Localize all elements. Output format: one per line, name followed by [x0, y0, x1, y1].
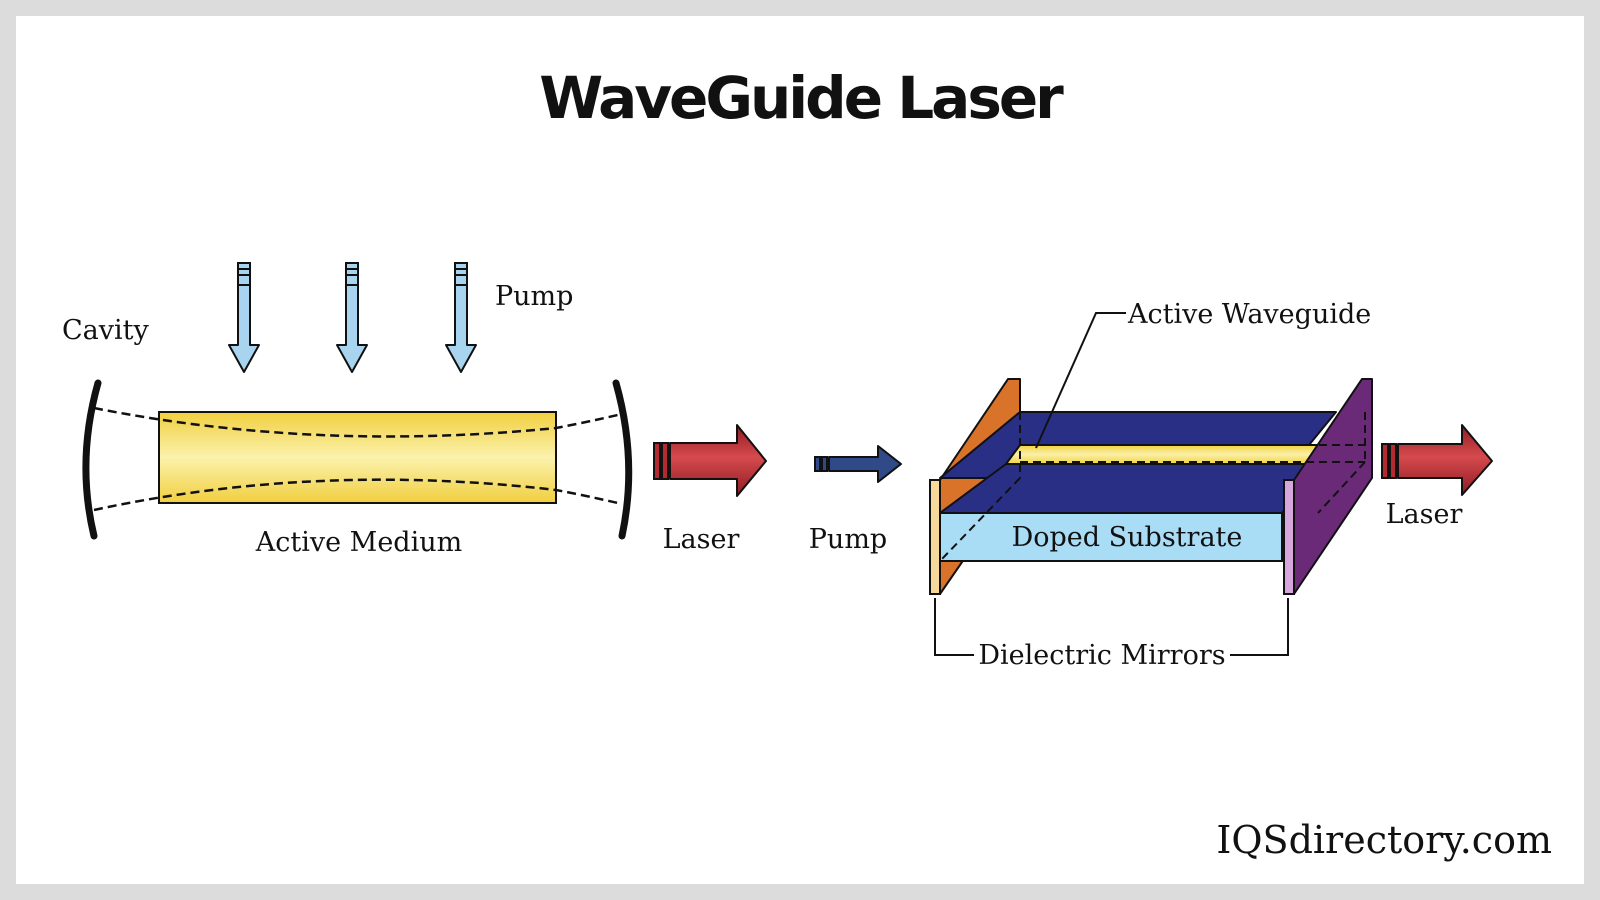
- pump-arrow-1: [228, 262, 260, 373]
- dielectric-mirrors-label: Dielectric Mirrors: [978, 640, 1225, 671]
- watermark: IQSdirectory.com: [1216, 818, 1552, 862]
- cavity-label: Cavity: [62, 315, 149, 346]
- diagram-canvas: WaveGuide Laser Cavity Pump: [16, 16, 1584, 884]
- active-waveguide-label: Active Waveguide: [1127, 299, 1371, 330]
- beam-envelope-bottom: [93, 478, 623, 512]
- pump-label: Pump: [495, 281, 573, 312]
- mirrors-bracket-right: [1230, 598, 1289, 656]
- left-laser-diagram: Cavity Pump Active Medium: [62, 262, 767, 558]
- pump-arrow-3: [445, 262, 477, 373]
- doped-substrate: [939, 512, 1283, 562]
- mirrors-bracket-left: [934, 598, 974, 656]
- right-cavity-mirror: [612, 379, 633, 540]
- pump-arrow-2: [336, 262, 368, 373]
- doped-substrate-label: Doped Substrate: [1012, 522, 1243, 553]
- left-cavity-mirror: [82, 379, 102, 540]
- beam-envelope-top: [93, 406, 623, 438]
- active-medium-label: Active Medium: [255, 527, 462, 558]
- substrate-top-face: [939, 463, 1321, 514]
- laser-label-left: Laser: [663, 524, 740, 555]
- hidden-edges: [939, 412, 1366, 562]
- pump-label-right: Pump: [809, 524, 887, 555]
- left-mirror-edge: [929, 479, 941, 595]
- pump-arrow-small: [814, 445, 902, 483]
- page-title: WaveGuide Laser: [539, 64, 1064, 132]
- right-mirror-edge: [1283, 479, 1295, 595]
- laser-output-arrow-right: [1381, 424, 1493, 496]
- waveguide-laser-diagram: WaveGuide Laser Cavity Pump: [62, 64, 1552, 862]
- active-waveguide-leader: [1035, 312, 1126, 449]
- laser-label-right: Laser: [1386, 499, 1463, 530]
- right-waveguide-diagram: Pump Doped Substrate Active Waveguide: [809, 299, 1493, 671]
- laser-output-arrow-left: [653, 424, 767, 497]
